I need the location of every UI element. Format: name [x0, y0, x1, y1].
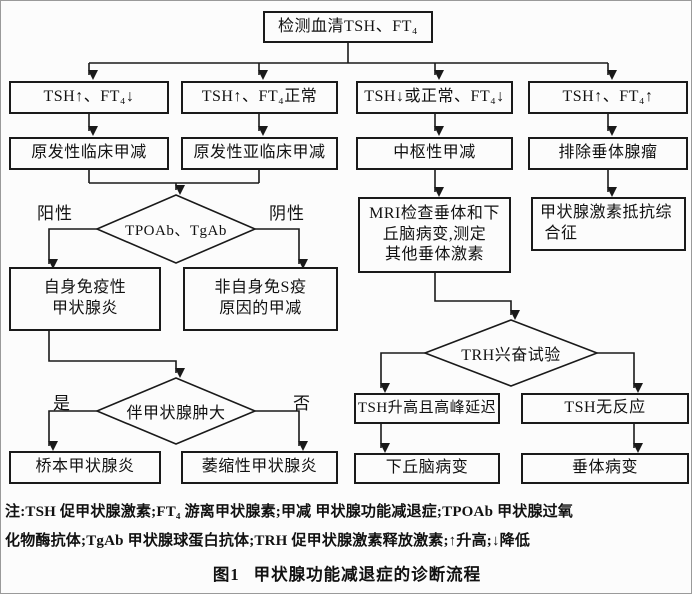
node-primary-subclinical: 原发性亚临床甲减 — [181, 137, 338, 170]
node-test-tsh-up-ft4-up: TSH↑、FT₄↑ — [528, 81, 688, 114]
footnote: 注:TSH 促甲状腺激素;FT₄ 游离甲状腺素;甲减 甲状腺功能减退症;TPOA… — [5, 498, 689, 556]
node-hashimoto-thyroiditis: 桥本甲状腺炎 — [9, 451, 161, 484]
branch-label-negative: 阴性 — [269, 204, 305, 223]
node-atrophic-thyroiditis: 萎缩性甲状腺炎 — [181, 451, 338, 484]
connector-goiter-yes — [48, 410, 97, 451]
node-central-hypothyroidism: 中枢性甲减 — [356, 137, 513, 170]
node-test-tsh-up-ft4-down: TSH↑、FT₄↓ — [9, 81, 169, 114]
connector-trh-delayed — [380, 352, 425, 393]
node-thyroid-hormone-resistance: 甲状腺激素抵抗综 合征 — [531, 197, 686, 251]
connector-root-distributor — [89, 43, 608, 64]
decision-trh-label: TRH兴奋试验 — [461, 347, 561, 364]
figure-caption-label: 图1 — [212, 565, 240, 584]
connector-mri-trh — [434, 273, 520, 320]
node-hypothalamic-lesion: 下丘脑病变 — [354, 453, 500, 484]
connector-autoimmune-goiter — [48, 331, 185, 378]
node-test-tsh-up-ft4-normal: TSH↑、FT₄正常 — [181, 81, 338, 114]
footnote-line1: 注:TSH 促甲状腺激素;FT₄ 游离甲状腺素;甲减 甲状腺功能减退症;TPOA… — [5, 504, 574, 520]
node-exclude-pituitary-adenoma: 排除垂体腺瘤 — [528, 137, 688, 170]
node-detect-serum: 检测血清TSH、FT₄ — [263, 11, 433, 43]
connector-trh-noresponse — [597, 352, 643, 393]
node-test-tsh-down-ft4-down: TSH↓或正常、FT₄↓ — [356, 81, 513, 114]
node-autoimmune-thyroiditis: 自身免疫性 甲状腺炎 — [9, 267, 161, 331]
branch-label-yes: 是 — [53, 394, 71, 413]
decision-antibody-label: TPOAb、TgAb — [125, 222, 227, 239]
decision-diamond-antibody — [94, 194, 258, 264]
footnote-line2: 化物酶抗体;TgAb 甲状腺球蛋白抗体;TRH 促甲状腺激素释放激素;↑升高;↓… — [5, 533, 531, 549]
decision-diamond-trh — [422, 319, 600, 387]
node-non-autoimmune-cause: 非自身免S疫 原因的甲减 — [183, 267, 338, 331]
figure-caption: 图1 甲状腺功能减退症的诊断流程 — [1, 561, 691, 585]
node-primary-clinical: 原发性临床甲减 — [9, 137, 169, 170]
node-pituitary-lesion: 垂体病变 — [521, 453, 689, 484]
connector-antibody-negative — [255, 228, 308, 269]
figure-caption-text: 甲状腺功能减退症的诊断流程 — [253, 565, 482, 584]
node-tsh-no-response: TSH无反应 — [521, 393, 689, 424]
node-mri-pituitary-hypothalamus: MRI检查垂体和下 丘脑病变,测定 其他垂体激素 — [358, 197, 511, 273]
connector-merge-antibody — [88, 170, 260, 190]
decision-goiter-label: 伴甲状腺肿大 — [126, 405, 226, 422]
branch-label-no: 否 — [293, 394, 311, 413]
branch-label-positive: 阳性 — [37, 204, 73, 223]
node-tsh-rise-delayed-peak: TSH升高且高峰延迟 — [354, 393, 500, 424]
decision-diamond-goiter — [94, 377, 258, 445]
connector-antibody-positive — [48, 228, 97, 269]
connector-goiter-no — [255, 410, 308, 451]
